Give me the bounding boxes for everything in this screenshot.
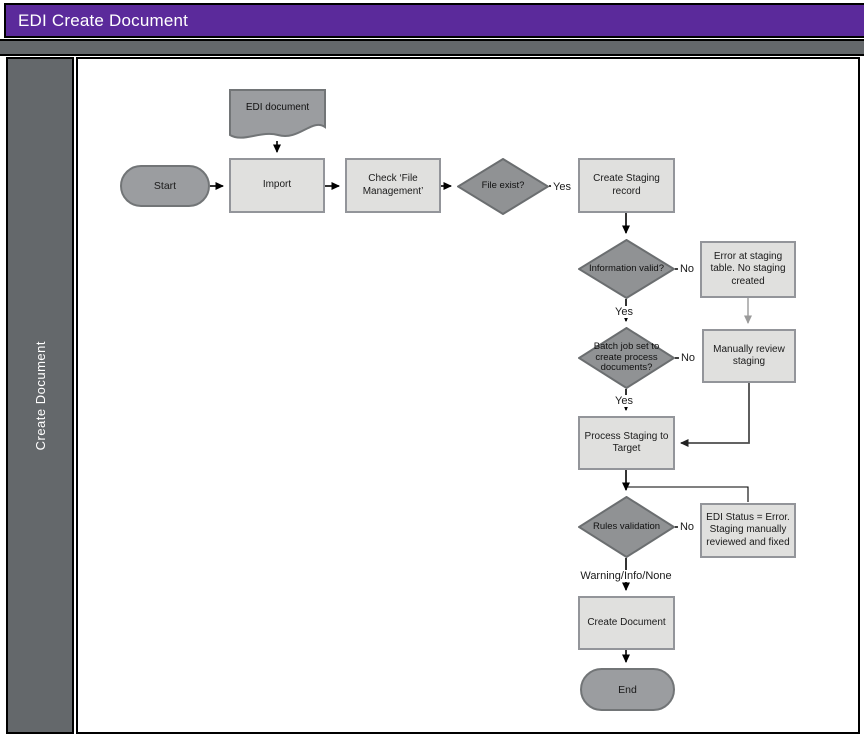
node-rules-validation: Rules validation	[578, 496, 675, 558]
node-manually-review-staging: Manually review staging	[702, 329, 796, 383]
edge-label-information-valid-no: No	[677, 263, 697, 275]
swimlane-create-document: Create Document	[6, 57, 74, 734]
node-manually-review-staging-label: Manually review staging	[713, 343, 785, 368]
node-information-valid: Information valid?	[578, 239, 675, 299]
node-file-exist: File exist?	[457, 158, 549, 215]
node-process-staging-to-target-label: Process Staging to Target	[584, 430, 669, 455]
edge-label-file-exist-yes: Yes	[551, 181, 573, 193]
swimlane-label: Create Document	[32, 340, 48, 451]
node-edi-document: EDI document	[228, 88, 327, 143]
node-create-staging-record-label: Create Staging record	[593, 173, 660, 197]
node-end: End	[580, 668, 675, 711]
node-file-exist-label: File exist?	[481, 180, 525, 192]
node-batch-job: Batch job set to create process document…	[578, 327, 675, 389]
node-process-staging-to-target: Process Staging to Target	[578, 416, 675, 470]
node-start-label: Start	[153, 180, 177, 192]
node-start: Start	[120, 165, 210, 207]
edge-label-rules-validation-no: No	[677, 521, 697, 533]
node-error-at-staging: Error at staging table. No staging creat…	[700, 241, 796, 298]
node-edi-status-error: EDI Status = Error. Staging manually rev…	[700, 503, 796, 558]
node-create-document-label: Create Document	[587, 616, 666, 628]
phase-band	[0, 39, 864, 56]
node-import-label: Import	[262, 179, 292, 191]
node-edi-document-label: EDI document	[245, 101, 310, 113]
node-create-document: Create Document	[578, 596, 675, 650]
edge-label-batch-job-yes: Yes	[613, 395, 635, 407]
title-bar: EDI Create Document	[4, 3, 864, 38]
node-edi-status-error-label: EDI Status = Error. Staging manually rev…	[706, 511, 790, 548]
node-error-at-staging-label: Error at staging table. No staging creat…	[710, 250, 786, 287]
edge-label-rules-validation-result: Warning/Info/None	[578, 570, 674, 582]
node-batch-job-label: Batch job set to create process document…	[593, 340, 660, 374]
node-check-file-management-label: Check ‘File Management’	[362, 173, 424, 197]
node-check-file-management: Check ‘File Management’	[345, 158, 441, 213]
page-title: EDI Create Document	[18, 10, 189, 30]
node-rules-validation-label: Rules validation	[592, 520, 661, 532]
node-end-label: End	[618, 683, 637, 696]
node-information-valid-label: Information valid?	[589, 262, 664, 274]
edge-label-batch-job-no: No	[678, 352, 698, 364]
node-import: Import	[229, 158, 325, 213]
edge-label-information-valid-yes: Yes	[613, 306, 635, 318]
node-create-staging-record: Create Staging record	[578, 158, 675, 213]
